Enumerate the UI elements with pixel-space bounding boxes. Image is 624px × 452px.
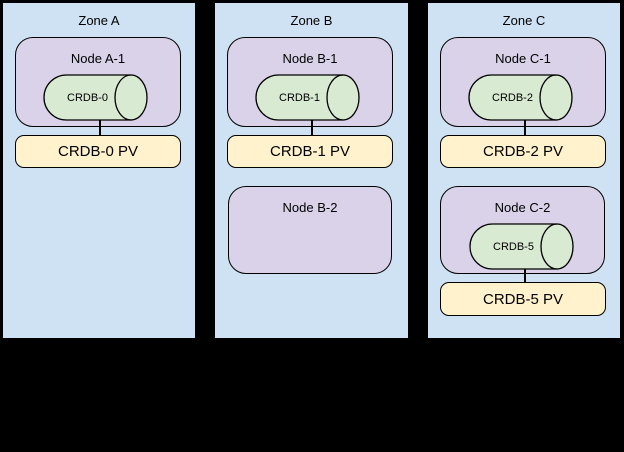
node-b1: Node B-1 CRDB-1 [227, 37, 393, 127]
node-c1: Node C-1 CRDB-2 [440, 37, 606, 127]
crdb-2-pv-label: CRDB-2 PV [482, 143, 564, 160]
node-c2-label: Node C-2 [494, 200, 551, 215]
node-c1-label: Node C-1 [495, 51, 551, 66]
crdb-5-pv-box: CRDB-5 PV [440, 282, 606, 316]
node-a1-label: Node A-1 [70, 51, 126, 66]
zone-b-label: Zone B [290, 13, 333, 28]
crdb-2-pv-box: CRDB-2 PV [440, 135, 606, 168]
crdb-2-pod-cylinder-icon: CRDB-2 [468, 74, 573, 121]
connector-b1-pv [311, 120, 313, 136]
crdb-1-pv-label: CRDB-1 PV [269, 143, 351, 160]
crdb-0-pod-cylinder-icon: CRDB-0 [43, 74, 148, 121]
crdb-5-pod-cylinder-icon: CRDB-5 [469, 223, 574, 270]
crdb-2-pod-label: CRDB-2 [492, 91, 533, 104]
zone-c: Zone C Node C-1 CRDB-2 CRDB-2 PV Node C-… [427, 2, 621, 339]
node-c2: Node C-2 CRDB-5 [440, 186, 605, 274]
zone-a: Zone A Node A-1 CRDB-0 CRDB-0 PV [2, 2, 196, 339]
connector-c2-pv [524, 269, 526, 286]
zone-a-label: Zone A [78, 13, 120, 28]
node-b2-label: Node B-2 [282, 200, 338, 215]
crdb-1-pod-cylinder-icon: CRDB-1 [255, 74, 360, 121]
zone-c-label: Zone C [502, 13, 546, 28]
node-b1-label: Node B-1 [282, 51, 338, 66]
crdb-5-pod-label: CRDB-5 [493, 240, 534, 253]
connector-c1-pv [524, 120, 526, 136]
crdb-5-pv-label: CRDB-5 PV [482, 290, 564, 308]
crdb-0-pv-label: CRDB-0 PV [57, 143, 139, 160]
crdb-0-pod-label: CRDB-0 [67, 91, 108, 104]
connector-a1-pv [99, 120, 101, 136]
crdb-1-pod-label: CRDB-1 [279, 91, 320, 104]
node-a1: Node A-1 CRDB-0 [15, 37, 181, 127]
crdb-0-pv-box: CRDB-0 PV [15, 135, 181, 168]
node-b2: Node B-2 [228, 186, 392, 274]
crdb-1-pv-box: CRDB-1 PV [227, 135, 393, 168]
zone-b: Zone B Node B-1 CRDB-1 CRDB-1 PV Node B-… [214, 2, 409, 339]
